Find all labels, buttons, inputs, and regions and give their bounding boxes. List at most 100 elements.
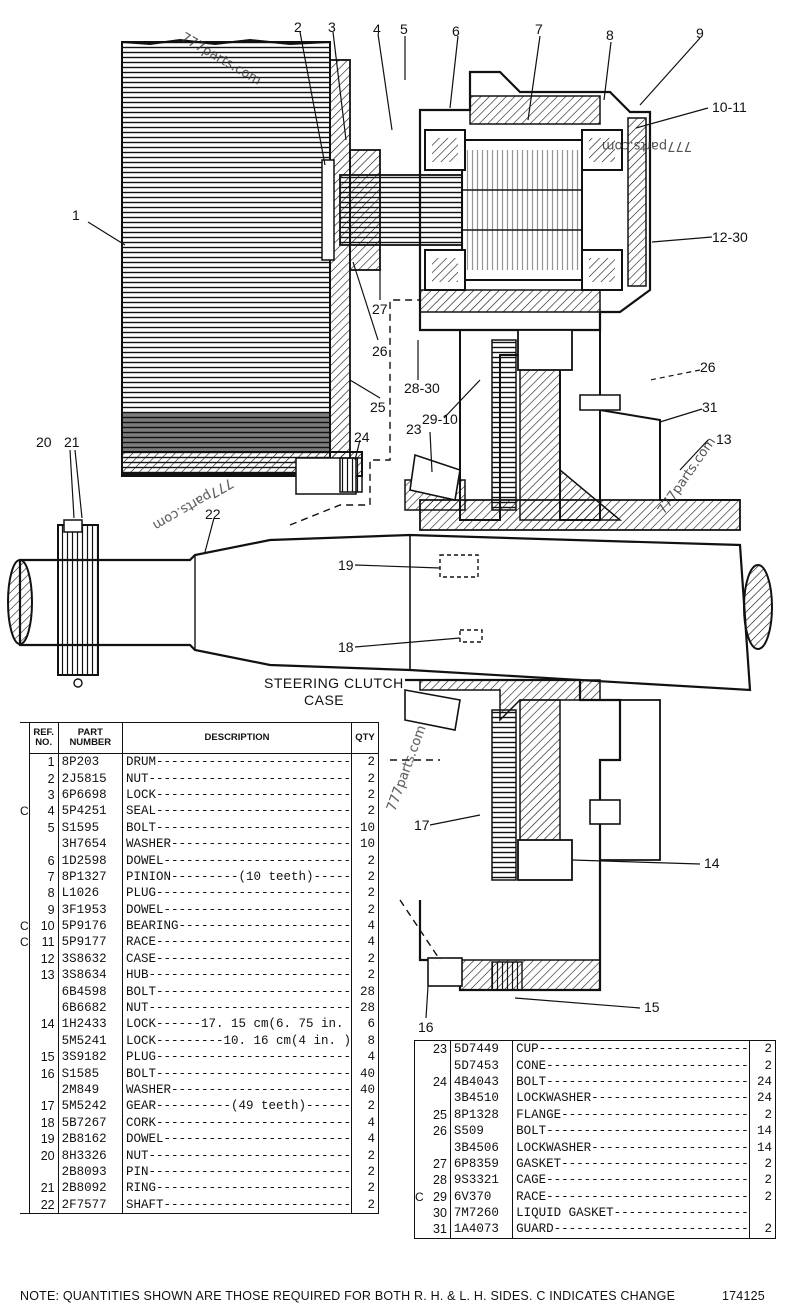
part-number: 2J5815 bbox=[58, 770, 124, 787]
quantity: 4 bbox=[367, 919, 375, 934]
change-indicator bbox=[20, 1115, 29, 1131]
ref-number: 28 bbox=[423, 1172, 451, 1189]
callout-25: 25 bbox=[370, 399, 386, 415]
quantity: 2 bbox=[764, 1173, 772, 1188]
table-row: C105P9176BEARING------------------------… bbox=[20, 917, 379, 935]
change-indicator: C bbox=[20, 935, 29, 950]
callout-28-30: 28-30 bbox=[404, 380, 440, 396]
description: FLANGE----------------------------- bbox=[512, 1106, 751, 1123]
part-number: 3S8634 bbox=[58, 967, 124, 984]
table-row: 8L1026PLUG------------------------------… bbox=[20, 885, 379, 902]
quantity: 2 bbox=[764, 1107, 772, 1122]
description: BOLT------------------------------- bbox=[122, 819, 352, 836]
quantity: 10 bbox=[359, 820, 375, 835]
table-row: 16S1585BOLT-----------------------------… bbox=[20, 1065, 379, 1082]
description: WASHER----------------------------- bbox=[122, 1081, 352, 1099]
callout-15: 15 bbox=[644, 999, 660, 1015]
part-number: 5P4251 bbox=[58, 803, 124, 820]
table-row: 212B8092RING----------------------------… bbox=[20, 1180, 379, 1197]
description: NUT-------------------------------- bbox=[122, 999, 352, 1017]
part-number: 1A4073 bbox=[450, 1221, 514, 1239]
part-number: 4B4043 bbox=[450, 1073, 514, 1091]
case-label-line2: CASE bbox=[304, 692, 344, 708]
table-row: 235D7449CUP-----------------------------… bbox=[415, 1040, 776, 1058]
change-indicator bbox=[20, 951, 29, 967]
quantity: 2 bbox=[367, 902, 375, 917]
callout-12-30: 12-30 bbox=[712, 229, 748, 245]
description: DOWEL------------------------------ bbox=[122, 852, 352, 869]
quantity: 2 bbox=[367, 1197, 375, 1212]
table-row: 22J5815NUT------------------------------… bbox=[20, 770, 379, 787]
ref-number: 13 bbox=[28, 967, 59, 984]
description: PIN-------------------------------- bbox=[122, 1163, 352, 1181]
table-row: 185B7267CORK----------------------------… bbox=[20, 1114, 379, 1131]
case-label-line1: STEERING CLUTCH bbox=[264, 675, 404, 691]
watermark: 777parts.com bbox=[150, 475, 236, 533]
ref-number bbox=[423, 1090, 451, 1107]
callout-9: 9 bbox=[696, 25, 704, 41]
callout-31: 31 bbox=[702, 399, 718, 415]
part-number: 3B4506 bbox=[450, 1139, 514, 1156]
description: LOCKWASHER------------------------- bbox=[512, 1090, 751, 1107]
change-indicator bbox=[415, 1041, 424, 1058]
quantity: 4 bbox=[367, 1115, 375, 1130]
clutch-case-outline bbox=[289, 299, 441, 961]
change-indicator bbox=[20, 1164, 29, 1180]
change-indicator bbox=[415, 1090, 424, 1106]
ref-number: 19 bbox=[28, 1130, 59, 1148]
quantity: 40 bbox=[359, 1066, 375, 1081]
quantity: 28 bbox=[359, 1001, 375, 1016]
callout-26-upper: 26 bbox=[372, 343, 388, 359]
change-indicator bbox=[20, 1147, 29, 1163]
description: CUP-------------------------------- bbox=[512, 1040, 751, 1058]
change-indicator: C bbox=[20, 919, 29, 934]
description: GASKET----------------------------- bbox=[512, 1155, 751, 1173]
change-indicator bbox=[415, 1139, 424, 1155]
callout-20: 20 bbox=[36, 434, 52, 450]
quantity: 4 bbox=[367, 1132, 375, 1147]
ref-number: 31 bbox=[423, 1221, 451, 1239]
pinion-shaft bbox=[339, 139, 583, 281]
change-indicator bbox=[20, 787, 29, 803]
table-row: 93F1953DOWEL----------------------------… bbox=[20, 901, 379, 918]
description: RING------------------------------- bbox=[122, 1180, 352, 1197]
part-number: 8P203 bbox=[58, 753, 124, 771]
change-indicator bbox=[20, 1049, 29, 1065]
change-indicator bbox=[20, 902, 29, 918]
quantity: 2 bbox=[367, 968, 375, 983]
ref-number: 24 bbox=[423, 1073, 451, 1091]
description: GEAR----------(49 teeth)----------- bbox=[122, 1098, 352, 1115]
part-number: 5D7453 bbox=[450, 1057, 514, 1074]
quantity: 4 bbox=[367, 935, 375, 950]
ref-number: 22 bbox=[28, 1196, 59, 1214]
quantity: 2 bbox=[367, 1181, 375, 1196]
description: DOWEL------------------------------ bbox=[122, 1130, 352, 1148]
change-indicator bbox=[20, 983, 29, 999]
quantity: 28 bbox=[359, 984, 375, 999]
ref-number: 15 bbox=[28, 1049, 59, 1066]
ref-number: 17 bbox=[28, 1098, 59, 1115]
ref-number: 1 bbox=[28, 753, 59, 771]
ref-number: 26 bbox=[423, 1122, 451, 1140]
ref-number: 25 bbox=[423, 1106, 451, 1123]
description: LOCKWASHER------------------------- bbox=[512, 1139, 751, 1156]
description: CONE------------------------------- bbox=[512, 1057, 751, 1074]
table-row: 208H3326NUT-----------------------------… bbox=[20, 1147, 379, 1164]
table-row: 153S9182PLUG----------------------------… bbox=[20, 1049, 379, 1066]
change-indicator bbox=[20, 770, 29, 786]
table-row: 3B4506LOCKWASHER------------------------… bbox=[415, 1139, 776, 1156]
ref-number: 3 bbox=[28, 786, 59, 804]
callout-10-11: 10-11 bbox=[712, 99, 747, 115]
ref-number: 27 bbox=[423, 1155, 451, 1173]
description: LOCK------------------------------- bbox=[122, 786, 352, 804]
change-indicator bbox=[20, 869, 29, 885]
description: RACE------------------------------- bbox=[122, 934, 352, 951]
ref-number: 8 bbox=[28, 885, 59, 902]
description: BOLT------------------------------- bbox=[122, 1065, 352, 1082]
table-row: 2M849WASHER-----------------------------… bbox=[20, 1081, 379, 1099]
callout-16: 16 bbox=[418, 1019, 434, 1035]
part-number: 6P6698 bbox=[58, 786, 124, 804]
table-row: 3B4510LOCKWASHER------------------------… bbox=[415, 1090, 776, 1107]
